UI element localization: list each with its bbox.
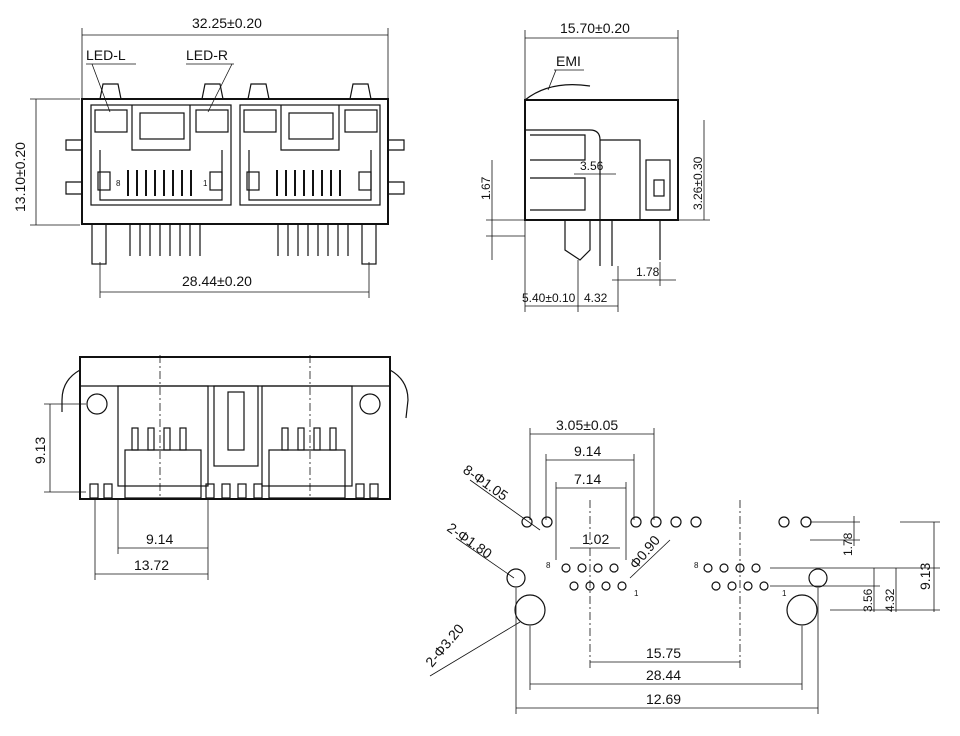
front-width-dim: 32.25±0.20	[192, 15, 262, 31]
bottom-pins	[89, 427, 379, 499]
fp-left-port-holes	[561, 563, 627, 591]
fp-dim-2844: 28.44	[646, 667, 681, 683]
pcb-footprint: 3.05±0.05 9.14 7.14 8-Φ1.05 1.02 2-Φ1.80…	[422, 417, 940, 714]
bottom-view: 9.13 9.14 13.72	[32, 355, 409, 580]
fp-pin-1a: 1	[634, 589, 639, 598]
fp-pin-8a: 8	[546, 561, 551, 570]
fp-dim-432: 4.32	[883, 588, 897, 612]
fp-dim-1269: 12.69	[646, 691, 681, 707]
fp-top-row-holes	[521, 516, 812, 528]
fp-dim-102: 1.02	[582, 531, 609, 547]
front-bottom-pins	[129, 224, 349, 256]
fp-dim-913: 9.13	[917, 563, 933, 590]
side-dim-178: 1.78	[636, 265, 660, 279]
fp-dim-1575: 15.75	[646, 645, 681, 661]
front-pin-1: 1	[203, 179, 208, 188]
side-dim-540: 5.40±0.10	[522, 291, 576, 305]
fp-pin-8b: 8	[694, 561, 699, 570]
front-height-dim: 13.10±0.20	[12, 142, 28, 212]
fp-dim-305: 3.05±0.05	[556, 417, 618, 433]
bottom-span-dim: 13.72	[134, 557, 169, 573]
fp-hole-180: 2-Φ1.80	[444, 519, 495, 561]
front-pin-8: 8	[116, 179, 121, 188]
side-dim-167: 1.67	[479, 176, 493, 200]
side-view: 15.70±0.20 EMI 3.56 1.67 3.26±0.30 1.78	[479, 20, 710, 312]
side-dim-326: 3.26±0.30	[691, 156, 705, 210]
led-left-label: LED-L	[86, 47, 126, 63]
fp-dim-714: 7.14	[574, 471, 601, 487]
side-dim-432: 4.32	[584, 291, 608, 305]
fp-hole-105: 8-Φ1.05	[460, 461, 511, 503]
led-right-label: LED-R	[186, 47, 228, 63]
fp-hole-320: 2-Φ3.20	[422, 621, 467, 670]
side-depth-dim: 15.70±0.20	[560, 20, 630, 36]
fp-dim-356: 3.56	[861, 588, 875, 612]
bottom-pitch-dim: 9.14	[146, 531, 173, 547]
bottom-height-dim: 9.13	[32, 437, 48, 464]
front-pin-span-dim: 28.44±0.20	[182, 273, 252, 289]
fp-dim-178: 1.78	[841, 532, 855, 556]
fp-right-port-holes	[703, 563, 769, 591]
front-contacts-left	[127, 170, 192, 196]
side-dim-356: 3.56	[580, 159, 604, 173]
front-view: 32.25±0.20 LED-L LED-R 13.10±0.20	[12, 15, 405, 298]
emi-label: EMI	[556, 53, 581, 69]
fp-pin-1b: 1	[782, 589, 787, 598]
front-contacts-right	[276, 170, 341, 196]
fp-dim-914: 9.14	[574, 443, 601, 459]
